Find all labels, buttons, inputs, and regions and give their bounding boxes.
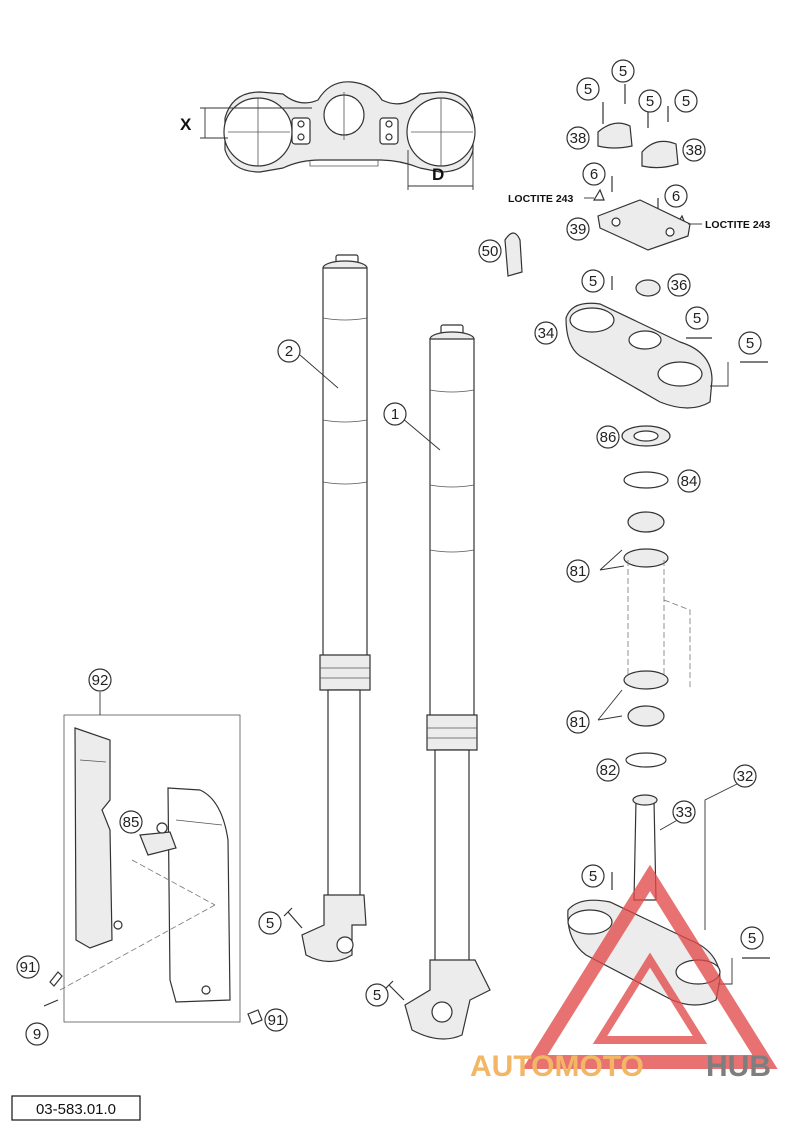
svg-text:2: 2 [285,343,293,360]
svg-text:9: 9 [33,1026,41,1043]
callout-5-h: 5 [581,864,605,888]
callout-5-j: 5 [258,911,282,935]
svg-text:34: 34 [538,325,555,342]
callout-9: 9 [25,1022,49,1046]
svg-text:38: 38 [686,142,703,159]
svg-text:38: 38 [570,130,587,147]
callout-5-i: 5 [740,926,764,950]
svg-text:81: 81 [570,714,587,731]
reference-code-box: 03-583.01.0 [11,1095,141,1121]
callout-5-b: 5 [611,59,635,83]
callout-91-a: 91 [16,955,40,979]
svg-text:81: 81 [570,563,587,580]
loctite-note-right: LOCTITE 243 [705,219,771,231]
guard-screw-91-right [247,1009,263,1025]
svg-text:5: 5 [589,273,597,290]
reference-code: 03-583.01.0 [36,1101,116,1118]
callout-1: 1 [383,402,407,426]
svg-text:92: 92 [92,672,109,689]
callout-86: 86 [596,425,620,449]
callout-5-g: 5 [738,331,762,355]
callout-5-f: 5 [685,306,709,330]
callout-32: 32 [733,764,757,788]
callout-36: 36 [667,273,691,297]
callout-5-a: 5 [576,77,600,101]
callout-bubbles: 1 2 5 5 5 5 5 5 5 5 5 5 5 6 6 9 32 33 34… [16,59,764,1046]
svg-text:82: 82 [600,762,617,779]
callout-82: 82 [596,758,620,782]
callout-81-b: 81 [566,710,590,734]
svg-text:32: 32 [737,768,754,785]
svg-text:5: 5 [746,335,754,352]
svg-text:91: 91 [20,959,37,976]
svg-text:5: 5 [619,63,627,80]
callout-92: 92 [88,668,112,692]
axle-clamp-bolts [283,907,405,1001]
fork-leg-2 [301,254,371,963]
svg-text:5: 5 [693,310,701,327]
callout-50: 50 [478,239,502,263]
svg-text:50: 50 [482,243,499,260]
fork-leg-1 [404,324,491,1040]
svg-text:39: 39 [570,221,587,238]
svg-text:5: 5 [589,868,597,885]
callout-81-a: 81 [566,559,590,583]
svg-text:36: 36 [671,277,688,294]
callout-5-c: 5 [638,89,662,113]
svg-text:1: 1 [391,406,399,423]
dimension-d-label: D [432,165,444,184]
svg-text:33: 33 [676,804,693,821]
watermark-text-primary: AUTOMOTO [470,1050,644,1083]
callout-91-b: 91 [264,1008,288,1032]
callout-34: 34 [534,321,558,345]
svg-text:6: 6 [672,188,680,205]
callout-5-e: 5 [581,269,605,293]
svg-text:86: 86 [600,429,617,446]
loctite-note-left: LOCTITE 243 [508,193,574,205]
callout-6-a: 6 [582,162,606,186]
steering-bearing-stack [597,425,691,768]
callout-39: 39 [566,217,590,241]
svg-text:5: 5 [584,81,592,98]
svg-text:85: 85 [123,814,140,831]
svg-text:5: 5 [682,93,690,110]
svg-text:5: 5 [748,930,756,947]
svg-text:6: 6 [590,166,598,183]
callout-33: 33 [672,800,696,824]
watermark-text-secondary: HUB [706,1050,771,1083]
callout-5-k: 5 [365,983,389,1007]
callout-84: 84 [677,469,701,493]
callout-2: 2 [277,339,301,363]
triple-clamp-dimension-view: X D [180,81,476,190]
callout-38-b: 38 [682,138,706,162]
callout-5-d: 5 [674,89,698,113]
watermark-logo: AUTOMOTO HUB [470,864,778,1083]
handlebar-clamp-group [504,84,691,277]
upper-triple-clamp [565,276,768,409]
callout-85: 85 [119,810,143,834]
svg-text:84: 84 [681,473,698,490]
callout-38-a: 38 [566,126,590,150]
dimension-x-label: X [180,115,192,134]
svg-text:91: 91 [268,1012,285,1029]
callout-6-b: 6 [664,184,688,208]
svg-text:5: 5 [266,915,274,932]
fork-guard-set [43,714,241,1023]
svg-text:5: 5 [373,987,381,1004]
svg-text:5: 5 [646,93,654,110]
